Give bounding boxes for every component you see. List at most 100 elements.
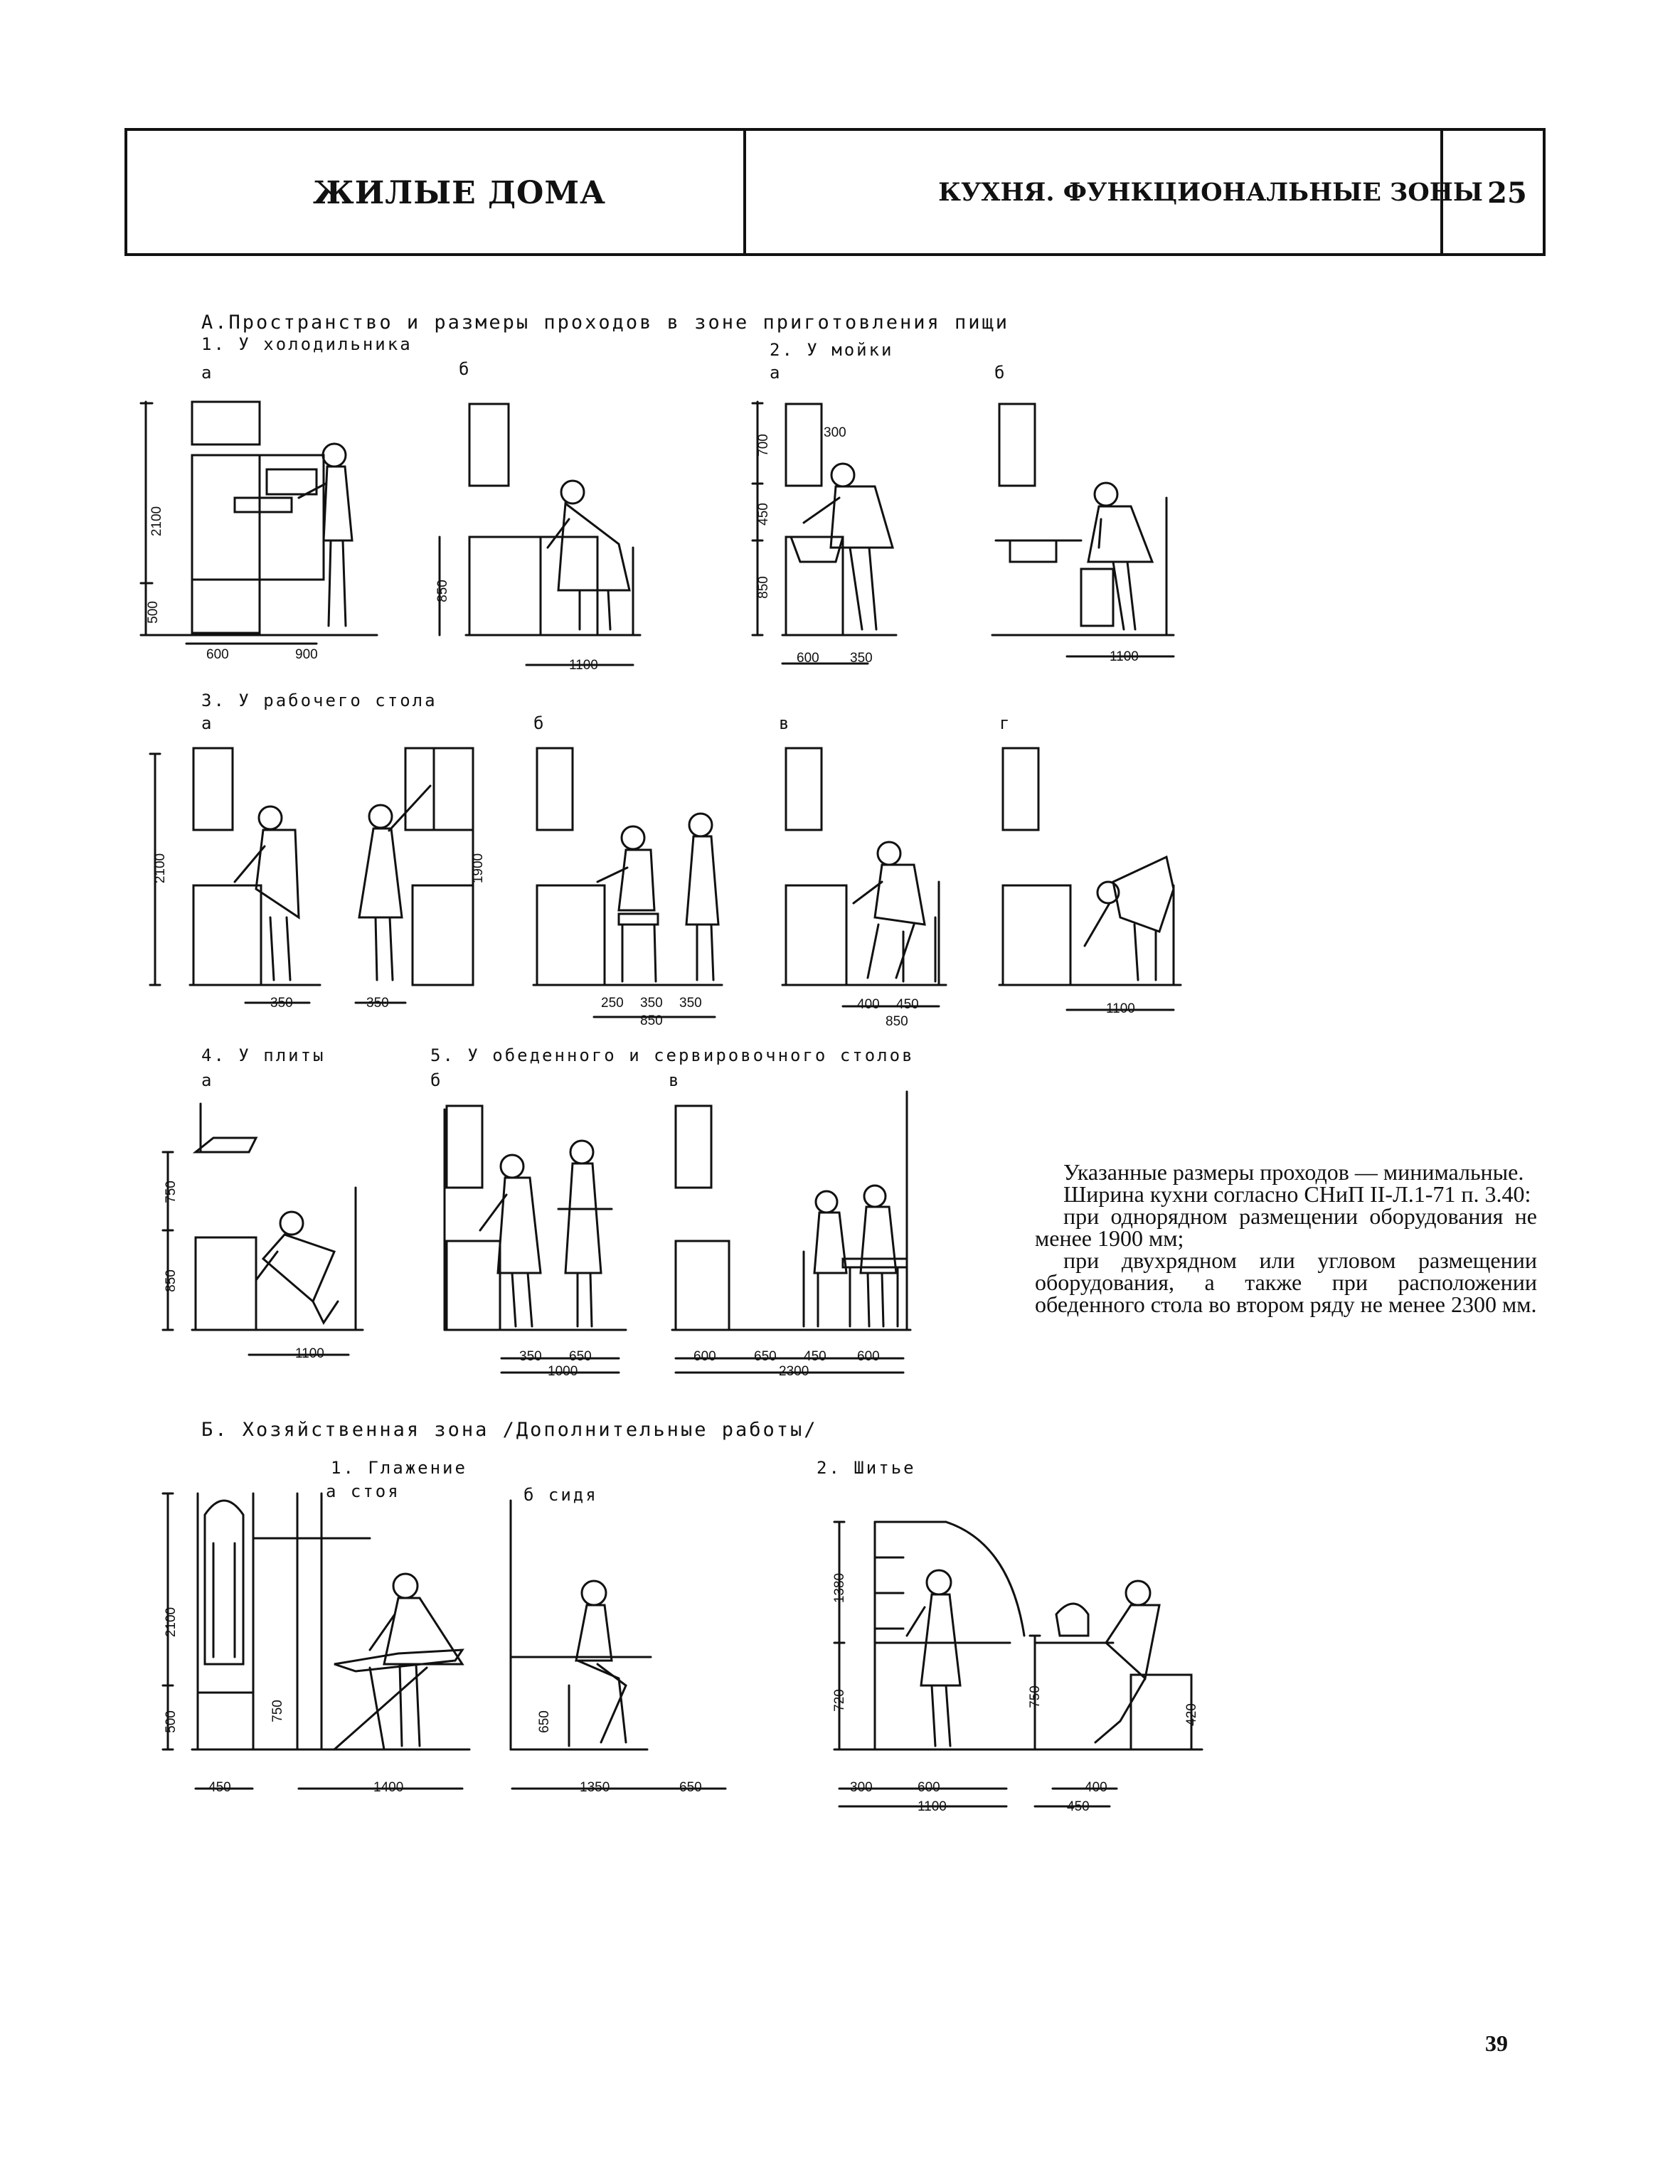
dim-3v-total: 850 [886,1014,908,1029]
drawing-1b-stove [440,404,640,665]
dim-sew-upper: 1380 [832,1572,848,1604]
fig-5v-label: в [669,1070,681,1090]
ironing-title: 1. Глажение [331,1458,467,1478]
dim-1a-depth: 600 [206,647,229,662]
dim-iron-b-aisle: 1350 [580,1780,610,1795]
note-paragraph: при однорядном размещении оборудования н… [1035,1203,1537,1251]
dim-3v-w2: 450 [896,997,919,1012]
dim-2a-depth: 600 [797,651,819,666]
dim-3v-w1: 400 [857,997,880,1012]
fig-1b-label: б [459,359,472,379]
header-border-left [124,131,127,253]
fig-3v-label: в [779,713,792,733]
dim-2a-top: 700 [755,434,771,457]
drawing-ironing-board-storage [163,1493,299,1789]
page-number: 39 [1485,2030,1508,2056]
dim-4a-counter: 850 [163,1269,179,1292]
drawing-sewing-machine-table [834,1522,1024,1806]
notes-block: Указанные размеры проходов — минимальные… [1035,1161,1537,1316]
dim-5v-w4: 600 [857,1349,880,1364]
header-divider-1 [743,131,746,253]
dim-sew-seat: 420 [1184,1703,1199,1726]
dim-1a-aisle: 900 [295,647,318,662]
fig-2b-label: б [994,363,1007,383]
drawing-ironing-sitting [511,1501,725,1789]
drawing-3g-worktable [999,748,1181,1010]
header-border-right [1543,131,1546,253]
dim-3g-aisle: 1100 [1106,1001,1135,1016]
dim-5v-w3: 450 [804,1349,826,1364]
dim-1b-aisle: 1100 [569,658,598,673]
note-paragraph: Ширина кухни согласно СНиП II-Л.1-71 п. … [1063,1181,1531,1207]
dim-iron-b-height: 650 [536,1710,552,1733]
fig-5b-label: б [430,1070,443,1090]
fig-4a-label: а [201,1070,214,1090]
drawing-3a-worktable [150,748,430,1003]
drawing-2a-sink [753,402,896,664]
dim-sew-total: 1100 [918,1799,947,1814]
sewing-title: 2. Шитье [817,1458,916,1478]
section-a-title: А.Пространство и размеры проходов в зоне… [201,311,1010,334]
drawing-3v-worktable [782,748,946,1006]
group4-title: 4. У плиты [201,1045,326,1065]
dim-iron-a-aisle: 1400 [373,1780,404,1795]
dim-5v-total: 2300 [779,1364,809,1379]
dim-iron-a-height: 750 [270,1700,285,1722]
group5-title: 5. У обеденного и сервировочного столов [430,1045,915,1065]
dim-3a-aisle-2: 350 [366,996,389,1011]
dim-sew-table: 720 [831,1689,847,1712]
dim-5v-w2: 650 [754,1349,777,1364]
dim-3b-w2: 350 [640,996,663,1011]
dim-2a-counter: 850 [755,576,771,599]
dim-sew-w3: 400 [1085,1780,1107,1795]
dim-3b-w3: 350 [679,996,702,1011]
drawing-ironing-standing [253,1493,469,1789]
fig-3g-label: г [999,713,1012,733]
drawing-1a-fridge [141,402,377,644]
dim-sew-w4: 450 [1067,1799,1090,1814]
dim-5b-w1: 350 [519,1349,542,1364]
dim-3a-height: 2100 [153,853,169,884]
dim-5b-total: 1000 [548,1364,578,1379]
dim-1a-base: 500 [145,601,161,624]
dim-1b-height: 850 [435,580,450,602]
header-section: ЖИЛЫЕ ДОМА [313,175,606,211]
dim-2b-aisle: 1100 [1110,649,1139,664]
drawing-5v-dining [672,1092,910,1373]
dim-2a-cabinet: 300 [824,425,846,440]
note-paragraph: Указанные размеры проходов — минимальные… [1063,1159,1524,1185]
drawing-5b-serving [445,1106,626,1373]
dim-2a-mid: 450 [755,503,771,526]
fig-2a-label: а [770,363,782,383]
dim-5v-w1: 600 [693,1349,716,1364]
drawing-sewing-seated [1010,1581,1202,1806]
note-paragraph: при двухрядном или угловом размещении об… [1035,1247,1537,1317]
dim-sew-w2: 600 [918,1780,940,1795]
dim-3a-aisle-1: 350 [270,996,293,1011]
dim-3b-total: 850 [640,1013,663,1028]
group3-title: 3. У рабочего стола [201,691,437,710]
dim-4a-aisle: 1100 [295,1346,324,1361]
sheet-number: 25 [1487,176,1527,210]
page-header: ЖИЛЫЕ ДОМА КУХНЯ. ФУНКЦИОНАЛЬНЫЕ ЗОНЫ 25 [124,128,1546,256]
dim-4a-hood: 750 [163,1181,179,1203]
dim-sew-machine: 750 [1027,1685,1043,1708]
group1-title: 1. У холодильника [201,334,413,354]
fig-1a-label: а [201,363,214,383]
fig-3b-label: б [533,713,546,733]
section-b-title: Б. Хозяйственная зона /Дополнительные ра… [201,1419,818,1441]
dim-sew-w1: 300 [850,1780,873,1795]
drawing-4a-stove [163,1104,363,1355]
dim-iron-base: 500 [163,1710,179,1733]
dim-iron-height: 2100 [164,1607,179,1638]
drawing-2b-sink [992,404,1174,656]
dim-3b-height: 1900 [471,853,487,884]
fig-3a-label: а [201,713,214,733]
header-divider-2 [1440,131,1443,253]
ironing-standing-label: а стоя [326,1481,400,1501]
dim-2a-aisle: 350 [850,651,873,666]
header-topic: КУХНЯ. ФУНКЦИОНАЛЬНЫЕ ЗОНЫ [938,178,1483,207]
drawing-3b-worktable [405,748,722,1017]
dim-3b-w1: 250 [601,996,624,1011]
